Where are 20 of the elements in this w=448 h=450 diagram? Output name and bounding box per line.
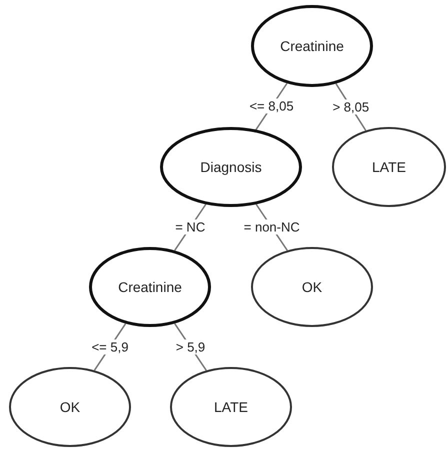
decision-node-ellipse [89, 247, 211, 327]
node-label: LATE [214, 399, 248, 415]
decision-node-ellipse [332, 127, 446, 207]
decision-node-ellipse [160, 127, 302, 207]
edge-label: = non-NC [242, 220, 302, 235]
decision-node-ellipse [251, 5, 373, 87]
decision-node-ellipse [170, 367, 292, 447]
node-label: Creatinine [118, 279, 182, 295]
node-label: Creatinine [280, 38, 344, 54]
decision-node-ellipse [9, 367, 131, 447]
edge-label: = NC [173, 220, 208, 235]
node-label: LATE [372, 159, 406, 175]
edge-label: <= 8,05 [247, 98, 296, 114]
edge-label: <= 5,9 [90, 340, 130, 354]
node-label: Diagnosis [200, 159, 262, 175]
edge-label: > 8,05 [330, 100, 372, 115]
decision-node-ellipse [251, 247, 373, 327]
edge-label: > 5,9 [174, 340, 208, 354]
node-label: OK [302, 279, 322, 295]
node-label: OK [60, 399, 80, 415]
